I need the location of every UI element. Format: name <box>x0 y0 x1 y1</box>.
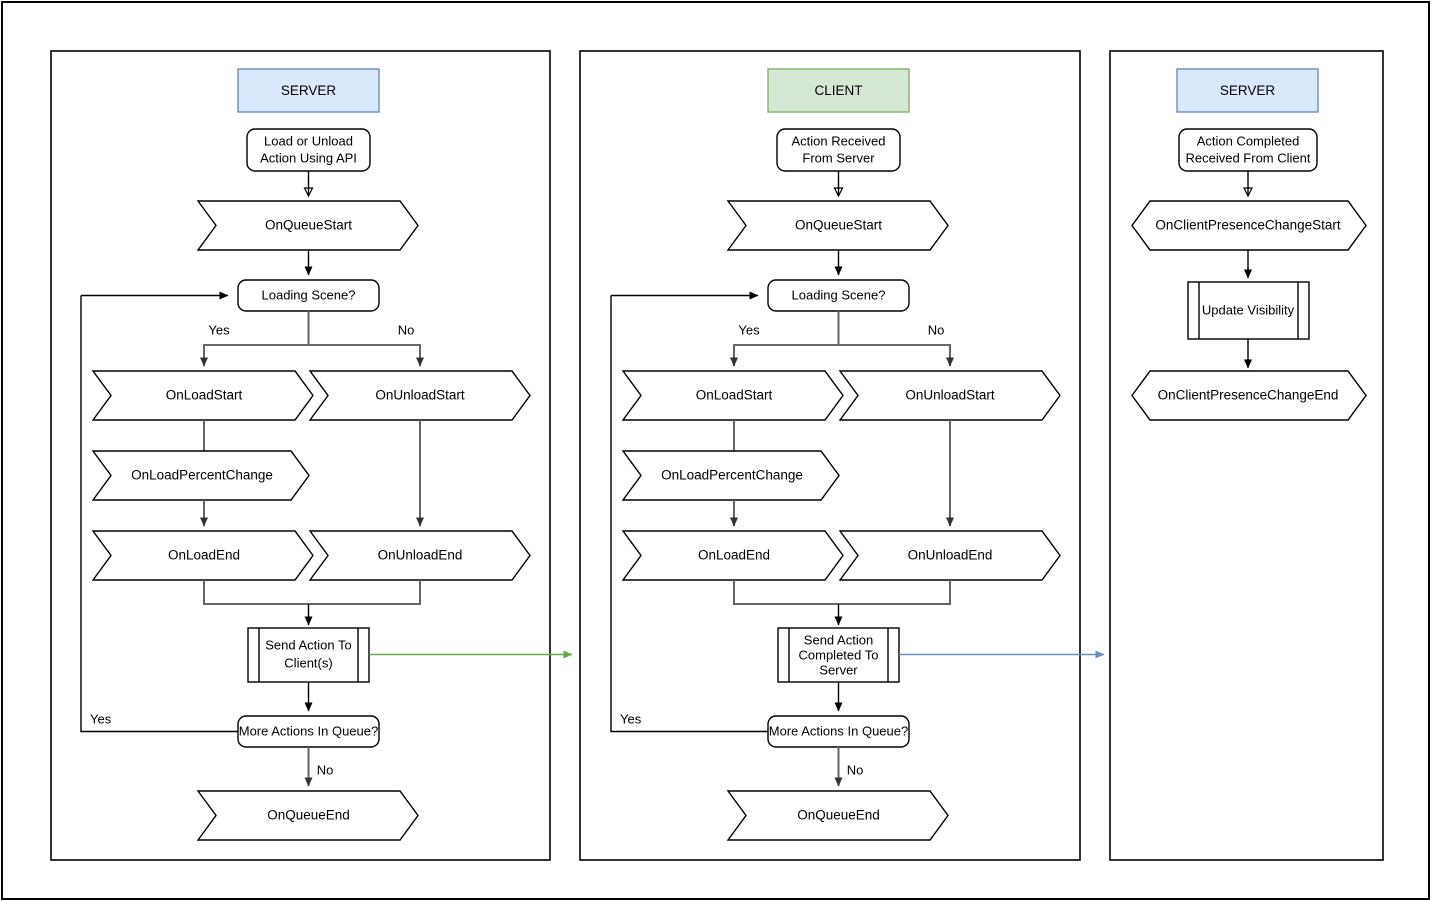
node-onloadstart-l2-label: OnLoadStart <box>696 388 773 403</box>
node-onloadstart-l1 <box>91 370 314 421</box>
node-onloadpercentchange-l1 <box>91 450 310 501</box>
node-start-server-left-line1: Load or Unload <box>264 133 353 148</box>
edge-label-moreactions-no-l1: No <box>317 762 334 777</box>
node-onclientpresencechangestart <box>1131 200 1367 251</box>
node-send-action-completed <box>777 627 900 683</box>
edge-merge-ends-l2 <box>733 580 951 605</box>
node-onqueueend-l2-label: OnQueueEnd <box>797 808 880 823</box>
node-loading-scene-l2-label: Loading Scene? <box>792 287 886 302</box>
node-send-completed-line2: Completed To <box>799 647 879 662</box>
edge-loading-no-l2 <box>838 344 954 367</box>
node-update-visibility <box>1187 281 1310 340</box>
edge-label-loading-yes-l2: Yes <box>738 322 760 337</box>
node-onqueuestart-l1-label: OnQueueStart <box>265 218 352 233</box>
lane-frame-server-right <box>1109 50 1384 861</box>
node-more-actions-l2-label: More Actions In Queue? <box>769 723 908 738</box>
node-update-visibility-label: Update Visibility <box>1202 302 1295 317</box>
edge-label-loading-yes-l1: Yes <box>208 322 230 337</box>
node-onloadend-l1 <box>91 530 314 581</box>
node-onloadend-l2 <box>621 530 844 581</box>
node-onloadstart-l1-label: OnLoadStart <box>166 388 243 403</box>
node-start-client-line2: From Server <box>802 150 875 165</box>
node-onloadpercentchange-l1-label: OnLoadPercentChange <box>131 468 273 483</box>
lane-header-label-server-right: SERVER <box>1220 83 1276 98</box>
lane-header-client <box>767 68 910 113</box>
lane-header-server-right <box>1176 68 1319 113</box>
node-onqueueend-l2 <box>726 790 949 841</box>
node-loading-scene-l1-label: Loading Scene? <box>262 287 356 302</box>
node-onunloadend-l2-label: OnUnloadEnd <box>908 548 993 563</box>
node-onqueuestart-l2 <box>726 200 949 251</box>
lane-frame-server-left <box>50 50 551 861</box>
node-send-action-line1: Send Action To <box>265 637 352 652</box>
edge-label-moreactions-yes-l1: Yes <box>90 711 112 726</box>
node-start-client-line1: Action Received <box>792 133 886 148</box>
node-send-completed-line1: Send Action <box>804 632 873 647</box>
edge-label-moreactions-yes-l2: Yes <box>620 711 642 726</box>
edge-merge-ends-l1 <box>203 580 421 605</box>
lane-header-label-server-left: SERVER <box>281 83 337 98</box>
node-onloadpercentchange-l2-label: OnLoadPercentChange <box>661 468 803 483</box>
node-onunloadend-l1-label: OnUnloadEnd <box>378 548 463 563</box>
node-send-action-line2: Client(s) <box>284 655 332 670</box>
node-onloadstart-l2 <box>621 370 844 421</box>
lane-header-server-left <box>237 68 380 113</box>
node-onqueuestart-l1 <box>196 200 419 251</box>
node-onunloadend-l1 <box>308 530 531 581</box>
edge-moreactions-yes-loop-l1 <box>80 295 238 733</box>
lane-header-label-client: CLIENT <box>814 83 862 98</box>
edge-label-loading-no-l1: No <box>398 322 415 337</box>
edge-loading-no-l1 <box>308 344 424 367</box>
node-start-server-right-line1: Action Completed <box>1197 133 1300 148</box>
node-onunloadstart-l1 <box>308 370 531 421</box>
node-onclientpresencechangeend-label: OnClientPresenceChangeEnd <box>1158 388 1339 403</box>
node-onclientpresencechangestart-label: OnClientPresenceChangeStart <box>1155 218 1341 233</box>
node-onunloadstart-l2-label: OnUnloadStart <box>905 388 995 403</box>
edge-loading-yes-l2 <box>730 311 840 367</box>
edge-loading-yes-l1 <box>200 311 310 367</box>
node-start-server-left-line2: Action Using API <box>260 150 357 165</box>
node-onclientpresencechangeend <box>1131 370 1367 421</box>
node-start-server-right-line2: Received From Client <box>1186 150 1311 165</box>
node-onqueueend-l1 <box>196 790 419 841</box>
edge-label-moreactions-no-l2: No <box>847 762 864 777</box>
node-onloadpercentchange-l2 <box>621 450 840 501</box>
node-more-actions-l1-label: More Actions In Queue? <box>239 723 378 738</box>
node-send-completed-line3: Server <box>819 662 858 677</box>
node-onunloadend-l2 <box>838 530 1061 581</box>
node-onunloadstart-l1-label: OnUnloadStart <box>375 388 465 403</box>
edge-label-loading-no-l2: No <box>928 322 945 337</box>
node-onqueuestart-l2-label: OnQueueStart <box>795 218 882 233</box>
node-onloadend-l2-label: OnLoadEnd <box>698 548 770 563</box>
node-onqueueend-l1-label: OnQueueEnd <box>267 808 350 823</box>
edge-moreactions-yes-loop-l2 <box>610 295 768 733</box>
lane-frame-client <box>579 50 1081 861</box>
node-onunloadstart-l2 <box>838 370 1061 421</box>
node-onloadend-l1-label: OnLoadEnd <box>168 548 240 563</box>
